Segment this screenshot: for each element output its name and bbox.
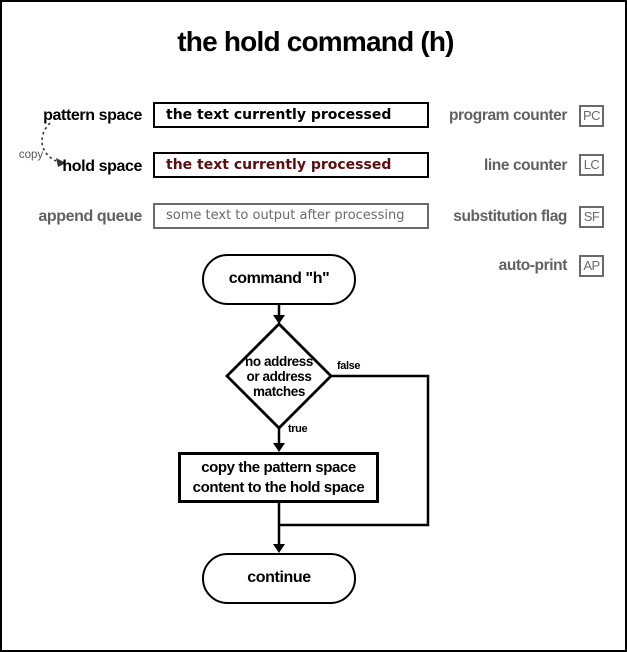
line-counter-label: line counter — [483, 157, 567, 174]
action-line2: content to the hold space — [192, 479, 365, 496]
page-title: the hold command (h) — [177, 26, 454, 57]
line-counter-box: LC — [579, 154, 604, 176]
hold-space-label: hold space — [62, 158, 142, 175]
action-node: copy the pattern space content to the ho… — [178, 452, 379, 503]
pattern-space-label: pattern space — [43, 107, 142, 124]
decision-line1: no address — [244, 354, 314, 369]
substitution-flag-box: SF — [579, 206, 604, 228]
arrowhead-icon — [273, 443, 285, 452]
substitution-flag-label: substitution flag — [453, 208, 567, 225]
true-branch-label: true — [288, 423, 308, 435]
auto-print-label: auto-print — [498, 257, 568, 274]
pattern-space-value-box: the text currently processed — [153, 102, 429, 128]
decision-text: no address or address matches — [229, 354, 329, 399]
decision-line3: matches — [253, 384, 305, 399]
action-line1: copy the pattern space — [201, 459, 356, 476]
flowchart-start-node: command "h" — [202, 254, 356, 305]
program-counter-box: PC — [579, 105, 604, 127]
hold-space-value-box: the text currently processed — [153, 152, 429, 178]
append-queue-label: append queue — [38, 208, 142, 225]
program-counter-label: program counter — [448, 107, 567, 124]
false-branch-label: false — [337, 360, 361, 372]
arrowhead-icon — [273, 544, 285, 553]
flowchart-end-node: continue — [202, 553, 356, 604]
append-queue-value-box: some text to output after processing — [153, 203, 429, 229]
copy-label: copy — [18, 149, 44, 161]
auto-print-box: AP — [579, 255, 604, 277]
arrowhead-icon — [273, 315, 285, 324]
decision-line2: or address — [246, 369, 312, 384]
